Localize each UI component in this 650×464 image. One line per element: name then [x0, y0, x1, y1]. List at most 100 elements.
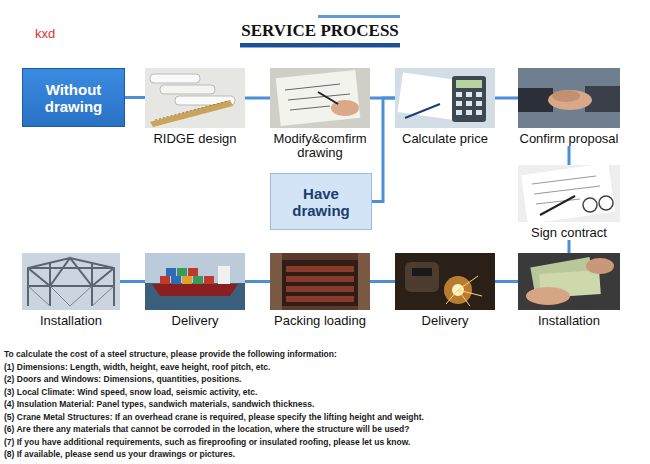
photo-frame — [270, 253, 370, 310]
note-line: To calculate the cost of a steel structu… — [4, 348, 337, 361]
ship-photo-part — [166, 268, 176, 276]
container-photo-part — [282, 260, 358, 306]
step-label: Calculate price — [395, 132, 495, 146]
flow-connector — [245, 97, 270, 100]
calculator-photo-part — [456, 101, 462, 106]
calculator-photo-part — [476, 92, 482, 97]
steel-frame-photo — [22, 253, 120, 310]
welding-photo-part — [405, 262, 439, 292]
ship-photo-part — [145, 253, 245, 283]
calculator-photo — [395, 68, 495, 128]
steel-frame-photo-part — [22, 253, 120, 310]
step-label: Installation — [22, 314, 120, 328]
calculator-photo-part — [395, 68, 495, 128]
calculator-photo-part — [466, 92, 472, 97]
flow-connector — [120, 280, 145, 283]
step-label: RIDGE design — [145, 132, 245, 146]
note-line: (1) Dimensions: Length, width, height, e… — [4, 361, 270, 374]
drawing-photo — [270, 68, 370, 128]
process-step: Modify&comfirm drawing — [270, 68, 370, 160]
design-photo-part — [150, 100, 233, 127]
contract-photo-part — [521, 163, 615, 224]
process-step: Calculate price — [395, 68, 495, 146]
note-line: (5) Crane Metal Structures: If an overhe… — [4, 411, 424, 424]
calculator-photo-part — [452, 76, 486, 122]
note-line: (3) Local Climate: Wind speed, snow load… — [4, 386, 257, 399]
step-label: Delivery — [395, 314, 495, 328]
steel-frame-photo-part — [28, 286, 114, 306]
container-photo-part — [270, 253, 370, 310]
photo-frame — [395, 68, 495, 128]
process-step: Packing loading — [270, 253, 370, 328]
watermark: kxd — [35, 26, 55, 41]
payment-photo-part — [586, 258, 614, 274]
box-text: Have drawing — [277, 185, 365, 219]
design-photo-part — [155, 101, 228, 120]
container-photo-part — [270, 253, 282, 310]
process-step: Delivery — [145, 253, 245, 328]
ship-photo-part — [193, 276, 203, 284]
step-label: Installation — [518, 314, 620, 328]
process-box: Have drawing — [270, 173, 372, 230]
step-label: Confirm proposal — [518, 132, 620, 146]
calculator-photo-part — [466, 101, 472, 106]
process-step: Sign contract — [518, 165, 620, 240]
process-box: Without drawing — [22, 68, 125, 127]
ship-photo-part — [152, 284, 238, 296]
page-title: SERVICE PROCESS — [200, 21, 440, 41]
ship-photo-part — [188, 268, 198, 276]
contract-photo — [518, 163, 620, 224]
drawing-photo-part — [276, 70, 361, 126]
note-line: (4) Insulation Material: Panel types, sa… — [4, 398, 314, 411]
note-line: (6) Are there any materials that cannot … — [4, 423, 409, 436]
contract-photo-part — [599, 196, 613, 210]
contract-photo-part — [540, 196, 575, 215]
calculator-photo-part — [456, 92, 462, 97]
calculator-photo-part — [466, 110, 472, 115]
calculator-photo-part — [476, 101, 482, 106]
flow-connector — [245, 280, 270, 283]
payment-photo-part — [526, 287, 570, 305]
container-photo-part — [286, 266, 354, 302]
container-photo-part — [286, 266, 354, 272]
container-photo-part — [286, 286, 354, 292]
ship-photo-part — [218, 266, 230, 284]
calculator-photo-part — [456, 80, 482, 88]
note-line: (8) If available, please send us your dr… — [4, 448, 235, 461]
photo-frame — [518, 68, 620, 128]
welding-photo-part — [446, 276, 482, 306]
steel-frame-photo-part — [28, 258, 114, 306]
flow-connector — [568, 240, 571, 253]
handshake-photo-part — [552, 90, 580, 102]
step-label: Delivery — [145, 314, 245, 328]
flow-connector — [495, 97, 518, 100]
handshake-photo-part — [548, 90, 592, 110]
flow-connector — [568, 146, 571, 165]
calculator-photo-part — [476, 110, 482, 115]
photo-frame — [395, 253, 495, 310]
photo-frame — [22, 253, 120, 310]
handshake-photo-part — [518, 88, 553, 112]
contract-photo-part — [583, 198, 597, 212]
container-photo-part — [358, 253, 370, 310]
handshake-photo — [518, 68, 620, 128]
container-photo — [270, 253, 370, 310]
design-photo-part — [145, 68, 245, 128]
welding-photo-part — [395, 253, 495, 310]
container-photo-part — [286, 296, 354, 302]
ship-photo-part — [204, 276, 214, 284]
process-step: Confirm proposal — [518, 68, 620, 146]
photo-frame — [145, 68, 245, 128]
payment-photo-part — [518, 253, 620, 310]
ship-photo-part — [145, 283, 245, 310]
ship-photo — [145, 253, 245, 310]
box-text: Without drawing — [29, 81, 118, 115]
calculator-photo-part — [397, 72, 457, 119]
note-line: (7) If you have additional requirements,… — [4, 436, 410, 449]
process-step: Installation — [22, 253, 120, 328]
drawing-photo-part — [318, 92, 338, 104]
step-label: Sign contract — [518, 226, 620, 240]
flow-connector — [125, 96, 145, 99]
flow-connector — [495, 280, 518, 283]
